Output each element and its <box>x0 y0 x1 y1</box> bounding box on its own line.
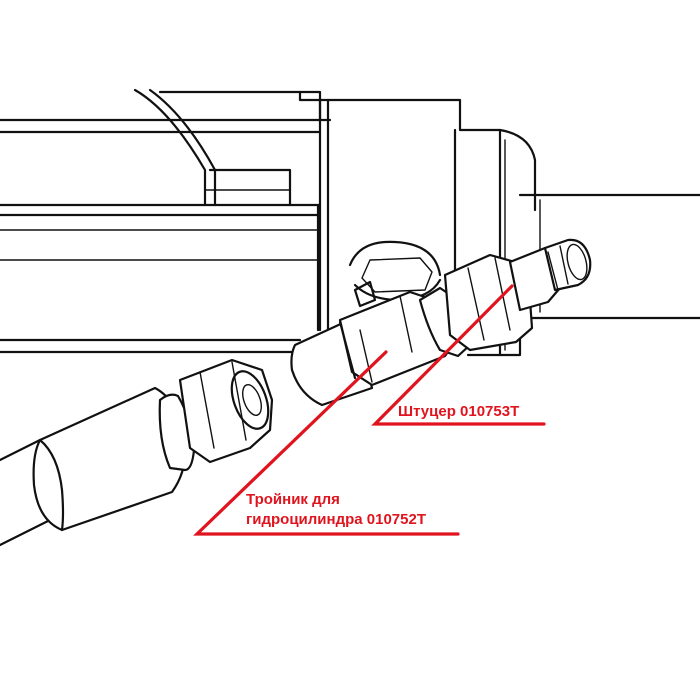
callout-leaders <box>193 284 546 536</box>
hose <box>0 386 187 547</box>
mounting-bracket <box>133 88 322 207</box>
callout-label-tee-line2: гидроцилиндра 010752Т <box>246 511 426 528</box>
callout-label-tee: Тройник для гидроцилиндра 010752Т <box>246 490 426 530</box>
hose-nut <box>158 358 274 472</box>
callout-label-fitting-text: Штуцер 010753Т <box>398 403 520 420</box>
port-opening <box>348 240 442 302</box>
callout-leader-fitting <box>371 284 546 426</box>
callout-label-tee-line1: Тройник для <box>246 491 340 508</box>
callout-leader-tee <box>193 350 460 536</box>
cylinder-body <box>0 118 332 354</box>
callout-label-fitting: Штуцер 010753Т <box>398 402 519 422</box>
